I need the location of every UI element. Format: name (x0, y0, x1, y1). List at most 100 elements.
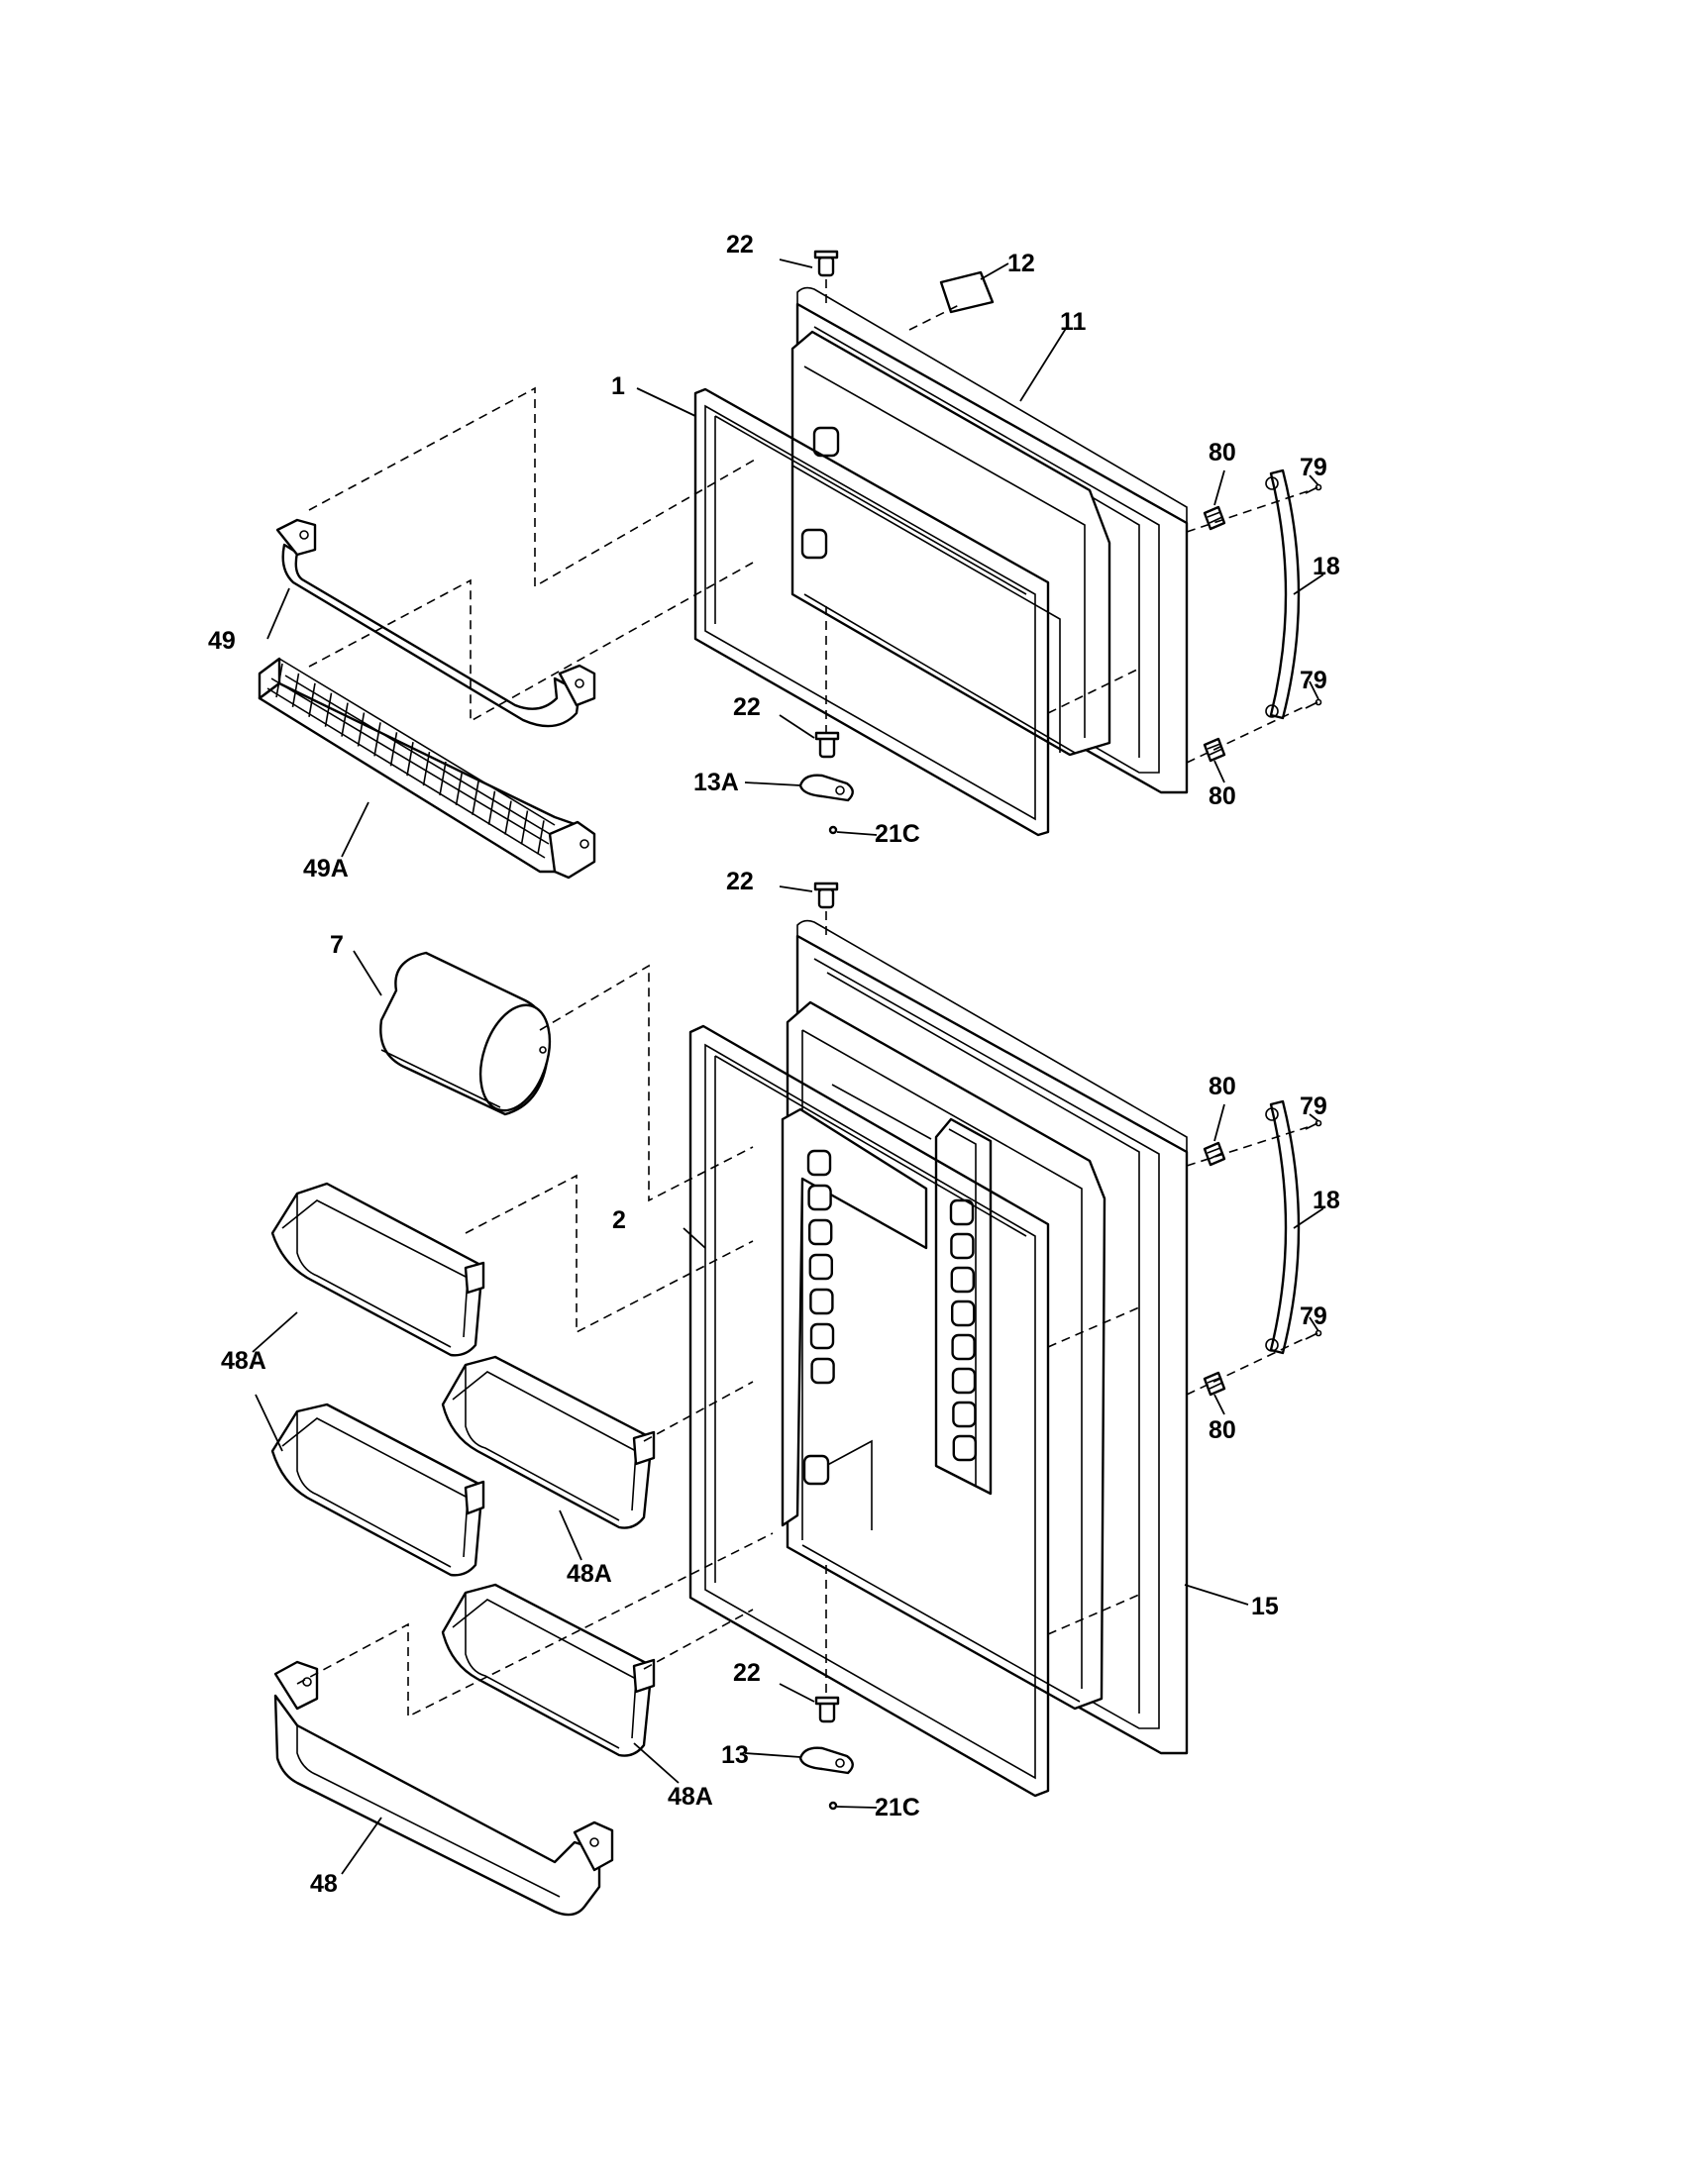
freezer-door-assembly (693, 250, 1322, 837)
callout-7: 7 (330, 931, 344, 959)
freezer-bottom-hinge-pin (814, 731, 840, 759)
callout-48a-lower-right: 48A (668, 1783, 713, 1811)
liner-boss (950, 1232, 975, 1260)
basket-wire-bar (439, 761, 447, 796)
callout-79-fresh-bottom: 79 (1300, 1302, 1327, 1330)
liner-boss (810, 1357, 835, 1385)
door-bin-upper-left (270, 1182, 485, 1357)
fresh-food-top-hinge-pin (813, 882, 839, 909)
fresh-food-bottom-hinge (798, 1746, 854, 1775)
liner-boss (808, 1253, 833, 1281)
callout-48a-upper-right: 48A (567, 1560, 612, 1588)
liner-boss (809, 1322, 835, 1350)
callout-79-freezer-bottom: 79 (1300, 667, 1327, 694)
fresh-food-door-shelf (273, 1660, 614, 1917)
liner-left-bosses (806, 1149, 835, 1385)
callout-80-freezer-top: 80 (1209, 439, 1236, 467)
callout-13a: 13A (693, 769, 739, 796)
door-bin-lower-right (441, 1583, 656, 1757)
freezer-handle-screw-top (1203, 505, 1226, 531)
freezer-bottom-hinge (798, 774, 854, 802)
callout-79-freezer-top: 79 (1300, 454, 1327, 481)
freezer-top-hinge-pin (813, 250, 839, 277)
basket-wire-bar (455, 771, 464, 806)
liner-boss (950, 1266, 975, 1294)
callout-labels: 22 12 11 1 80 79 18 79 80 49 22 13A 21C … (208, 231, 1340, 1898)
liner-boss (806, 1149, 832, 1177)
freezer-door-handle (1269, 468, 1301, 720)
fresh-food-bottom-hinge-pin (814, 1696, 840, 1723)
callout-1: 1 (611, 372, 625, 400)
leader-lines (252, 259, 1324, 1875)
basket-wire-bar (341, 702, 349, 737)
basket-wire-bars (275, 663, 545, 855)
liner-lower-boss (802, 1454, 830, 1486)
basket-wire-bar (520, 810, 529, 845)
callout-2: 2 (612, 1206, 626, 1234)
basket-wire-bar (324, 692, 333, 727)
callout-22-freezer-bottom: 22 (733, 693, 761, 721)
liner-boss (952, 1401, 977, 1428)
basket-wire-bar (275, 663, 283, 698)
callout-12: 12 (1007, 250, 1035, 277)
freezer-door-shelf (275, 518, 596, 728)
freezer-door-label-plate (939, 270, 995, 314)
fresh-food-door-gasket (688, 1024, 1050, 1798)
callout-21c-freezer: 21C (875, 820, 920, 848)
freezer-liner-boss-2 (800, 528, 828, 560)
freezer-door-liner (790, 330, 1111, 757)
basket-wire-bar (406, 742, 414, 777)
basket-wire-bar (357, 712, 366, 747)
callout-21c-fresh: 21C (875, 1794, 920, 1821)
callout-11: 11 (1060, 308, 1087, 336)
basket-wire-bar (537, 820, 545, 855)
liner-boss (807, 1184, 832, 1211)
callout-18-freezer: 18 (1313, 553, 1340, 580)
liner-boss (949, 1198, 975, 1226)
basket-wire-bar (504, 800, 512, 835)
callout-48: 48 (310, 1870, 338, 1898)
fresh-food-door-assembly (688, 882, 1322, 1811)
door-bin-upper-right (441, 1355, 656, 1529)
callout-80-fresh-top: 80 (1209, 1073, 1236, 1100)
basket-wire-bar (487, 790, 496, 825)
callout-49: 49 (208, 627, 236, 655)
callout-80-fresh-bottom: 80 (1209, 1416, 1236, 1444)
fresh-food-handle-screw-bottom (1203, 1371, 1226, 1397)
callout-49a: 49A (303, 855, 349, 883)
door-canister (379, 951, 552, 1116)
basket-wire-bar (389, 732, 398, 767)
callout-48a-upper-left: 48A (221, 1347, 266, 1375)
callout-13: 13 (721, 1741, 749, 1769)
liner-right-bosses (949, 1198, 977, 1462)
freezer-door-basket (258, 657, 596, 880)
callout-22-fresh-bottom: 22 (733, 1659, 761, 1687)
callout-22-fresh-top: 22 (726, 868, 754, 895)
callout-80-freezer-bottom: 80 (1209, 782, 1236, 810)
freezer-hinge-screw (828, 825, 838, 835)
freezer-liner-boss-1 (812, 426, 840, 458)
callout-15: 15 (1251, 1593, 1279, 1620)
fresh-food-door-handle (1269, 1099, 1301, 1355)
freezer-door-gasket (693, 387, 1050, 837)
freezer-handle-small-screw-bottom (1305, 698, 1322, 709)
liner-boss (951, 1333, 976, 1361)
freezer-handle-small-screw-top (1305, 483, 1322, 494)
callout-79-fresh-top: 79 (1300, 1092, 1327, 1120)
liner-boss (951, 1367, 977, 1395)
liner-boss (952, 1434, 977, 1462)
basket-wire-bar (291, 673, 300, 708)
basket-wire-bar (308, 682, 316, 717)
fresh-food-hinge-screw (828, 1801, 838, 1811)
liner-boss (951, 1300, 976, 1327)
fresh-food-handle-small-screw-top (1305, 1119, 1322, 1130)
door-bin-lower-left (270, 1403, 485, 1577)
basket-wire-bar (373, 722, 381, 757)
callout-22-freezer-top: 22 (726, 231, 754, 259)
liner-boss (808, 1218, 833, 1246)
basket-wire-bar (472, 780, 479, 815)
callout-18-fresh: 18 (1313, 1187, 1340, 1214)
liner-boss (809, 1288, 834, 1315)
